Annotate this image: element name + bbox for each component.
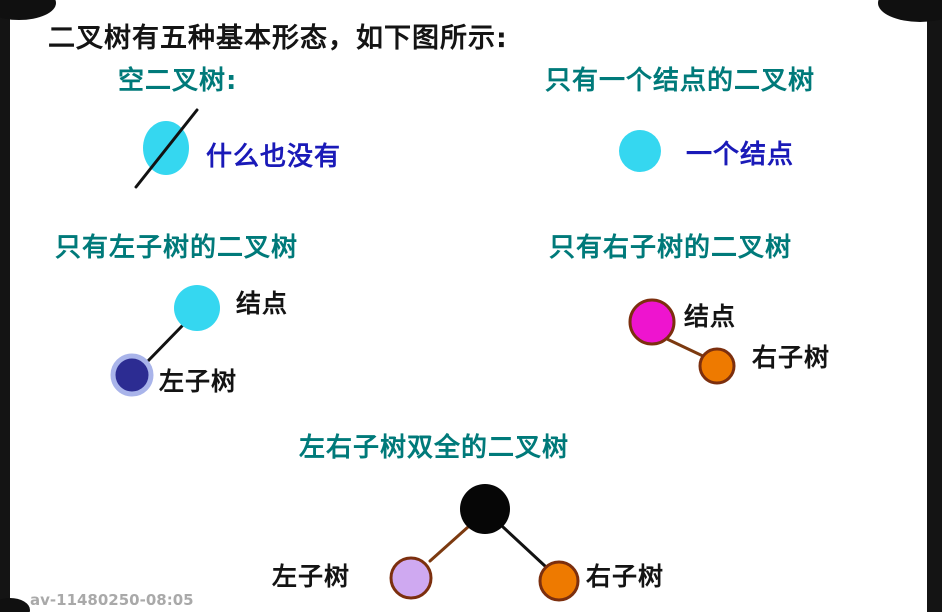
top-left-smudge xyxy=(0,0,56,20)
empty-tree-caption: 什么也没有 xyxy=(206,142,342,172)
top-right-smudge xyxy=(878,0,942,22)
left-black-bar xyxy=(0,0,10,612)
both-left-child-label: 左子树 xyxy=(272,562,351,591)
video-watermark: av-11480250-08:05 xyxy=(30,591,194,609)
right-only-child-node xyxy=(698,347,736,385)
left-only-edge xyxy=(145,323,185,364)
heading-both-subtrees-tree: 左右子树双全的二叉树 xyxy=(299,433,570,463)
right-only-child-label: 右子树 xyxy=(752,343,831,372)
heading-left-only-tree: 只有左子树的二叉树 xyxy=(55,233,299,263)
right-only-node-label: 结点 xyxy=(684,302,737,331)
single-node-caption: 一个结点 xyxy=(686,140,795,170)
right-only-root-node xyxy=(628,298,676,346)
single-node xyxy=(619,130,661,172)
bottom-left-smudge xyxy=(0,598,30,612)
heading-right-only-tree: 只有右子树的二叉树 xyxy=(549,233,793,263)
both-left-edge xyxy=(428,525,470,563)
left-only-root-node xyxy=(174,285,220,331)
left-only-child-node xyxy=(110,353,154,397)
empty-tree-slash xyxy=(134,108,199,189)
right-black-bar xyxy=(927,0,942,612)
both-left-child-node xyxy=(389,556,433,600)
left-only-child-label: 左子树 xyxy=(159,367,238,396)
both-right-edge xyxy=(501,525,547,568)
both-right-child-node xyxy=(538,560,580,602)
left-only-node-label: 结点 xyxy=(236,289,289,318)
heading-single-node-tree: 只有一个结点的二叉树 xyxy=(545,66,816,96)
right-only-edge xyxy=(665,337,707,359)
both-root-node xyxy=(460,484,510,534)
heading-empty-tree: 空二叉树: xyxy=(118,66,238,96)
page-title: 二叉树有五种基本形态，如下图所示: xyxy=(48,23,508,54)
both-right-child-label: 右子树 xyxy=(586,562,665,591)
